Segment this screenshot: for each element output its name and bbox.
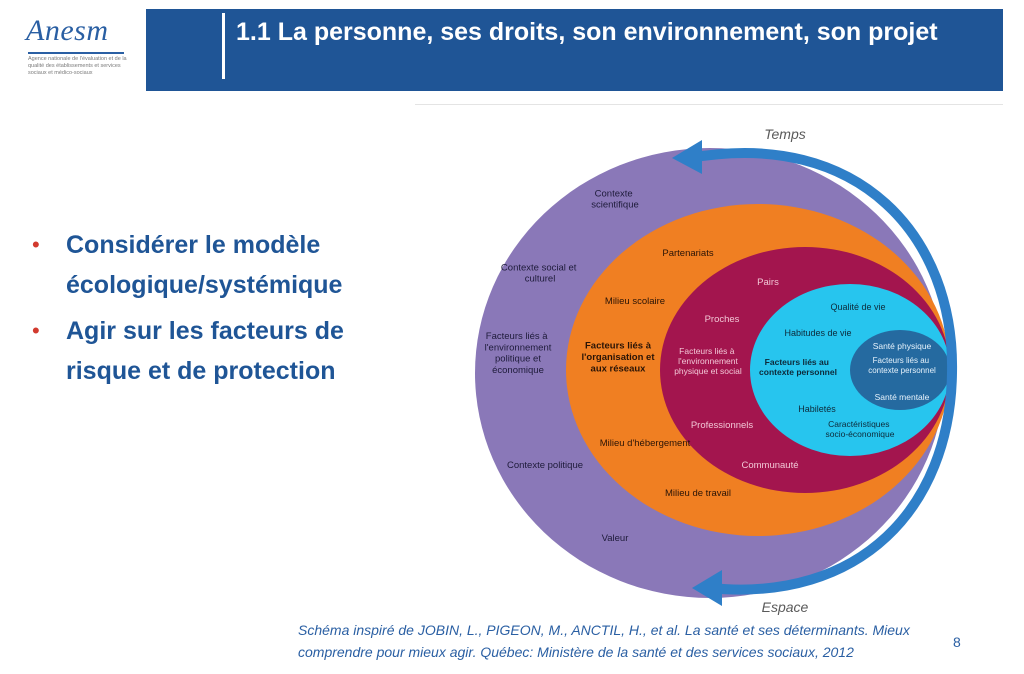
- page-number: 8: [953, 634, 961, 650]
- label-valeur: Valeur: [602, 533, 629, 544]
- bullet-text: Agir sur les facteurs de risque et de pr…: [66, 317, 344, 385]
- label-habitudes-vie: Habitudes de vie: [784, 328, 851, 338]
- label-milieu-scolaire: Milieu scolaire: [605, 296, 665, 307]
- label-sante-physique: Santé physique: [873, 341, 932, 351]
- slide-title: 1.1 La personne, ses droits, son environ…: [236, 18, 938, 46]
- label-sante-mentale: Santé mentale: [875, 392, 930, 402]
- label-espace: Espace: [762, 599, 809, 615]
- title-bar: 1.1 La personne, ses droits, son environ…: [146, 9, 1003, 91]
- source-caption: Schéma inspiré de JOBIN, L., PIGEON, M.,…: [298, 622, 910, 660]
- label-milieu-hebergement: Milieu d'hébergement: [600, 438, 691, 449]
- title-underline: [415, 104, 1003, 105]
- logo-wordmark: Anesm: [26, 14, 109, 47]
- label-temps: Temps: [764, 126, 806, 142]
- label-contexte-social: Contexte social et culturel: [501, 262, 579, 284]
- label-caracteristiques: Caractéristiques socio-économique: [826, 419, 895, 439]
- label-habiletes: Habiletés: [798, 404, 836, 414]
- logo-rule: [28, 52, 124, 54]
- ring-core: [850, 330, 950, 410]
- bullet-item: • Considérer le modèle écologique/systém…: [32, 225, 412, 305]
- label-partenariats: Partenariats: [662, 248, 713, 259]
- logo-subtitle: Agence nationale de l'évaluation et de l…: [28, 56, 127, 76]
- label-communaute: Communauté: [741, 460, 798, 471]
- title-accent-bar: [222, 13, 225, 79]
- bullet-dot-icon: •: [32, 232, 40, 257]
- bullet-item: • Agir sur les facteurs de risque et de …: [32, 311, 412, 391]
- label-qualite-vie: Qualité de vie: [830, 302, 885, 312]
- bullet-text: Considérer le modèle écologique/systémiq…: [66, 231, 343, 299]
- label-core-facteurs: Facteurs liés au contexte personnel: [868, 356, 936, 375]
- label-milieu-travail: Milieu de travail: [665, 488, 731, 499]
- arrowhead-top-icon: [672, 140, 702, 174]
- label-facteurs-contexte: Facteurs liés au contexte personnel: [759, 357, 837, 377]
- label-pairs: Pairs: [757, 277, 779, 288]
- label-contexte-politique: Contexte politique: [507, 460, 583, 471]
- bullet-dot-icon: •: [32, 318, 40, 343]
- label-professionnels: Professionnels: [691, 420, 754, 431]
- bullet-list: • Considérer le modèle écologique/systém…: [32, 225, 412, 397]
- anesm-logo: Anesm Agence nationale de l'évaluation e…: [20, 10, 130, 80]
- arrowhead-bottom-icon: [692, 570, 722, 606]
- ecological-model-diagram: Temps Espace Contexte scientifique Conte…: [475, 126, 958, 615]
- label-contexte-scientifique: Contexte scientifique: [591, 188, 639, 210]
- label-proches: Proches: [705, 314, 740, 325]
- time-space-arrow: [685, 148, 958, 595]
